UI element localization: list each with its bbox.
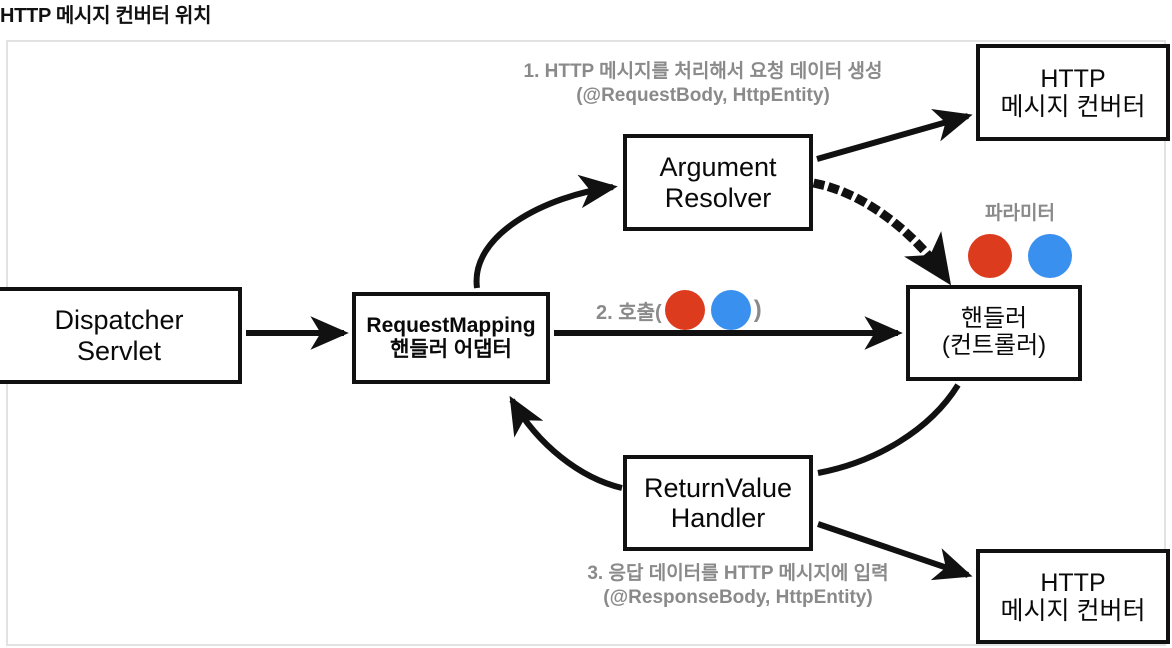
- node-return-value-handler[interactable]: ReturnValue Handler: [623, 455, 813, 551]
- annotation-line-1: 3. 응답 데이터를 HTTP 메시지에 입력: [587, 563, 889, 584]
- annotation-invoke-call: 2. 호출( ): [596, 290, 762, 330]
- parameter-dot-blue-icon: [1028, 234, 1072, 278]
- annotation-response-flow: 3. 응답 데이터를 HTTP 메시지에 입력 (@ResponseBody, …: [503, 562, 973, 611]
- annotation-line-2: (@RequestBody, HttpEntity): [576, 85, 830, 107]
- node-line-2: 메시지 컨버터: [1000, 596, 1146, 625]
- parameter-dot-red-icon: [968, 234, 1012, 278]
- parameter-dot-red-icon: [664, 290, 705, 330]
- node-argument-resolver[interactable]: Argument Resolver: [623, 134, 813, 231]
- node-request-mapping-adapter[interactable]: RequestMapping 핸들러 어댑터: [352, 292, 550, 384]
- node-line-2: 핸들러 어댑터: [390, 338, 512, 361]
- node-line-1: ReturnValue: [643, 472, 793, 503]
- node-http-converter-bottom[interactable]: HTTP 메시지 컨버터: [976, 549, 1170, 644]
- node-line-2: Servlet: [76, 335, 162, 366]
- node-line-1: 핸들러: [960, 305, 1028, 333]
- page-title: HTTP 메시지 컨버터 위치: [0, 5, 212, 27]
- node-line-1: HTTP: [1040, 568, 1106, 597]
- annotation-line-2: (@ResponseBody, HttpEntity): [603, 587, 873, 609]
- parameter-dots-group: [968, 234, 1072, 278]
- node-line-1: RequestMapping: [366, 314, 536, 338]
- annotation-invoke-prefix: 2. 호출(: [596, 301, 662, 324]
- annotation-invoke-suffix: ): [753, 296, 762, 323]
- node-handler-controller[interactable]: 핸들러 (컨트롤러): [906, 285, 1082, 381]
- label-parameter: 파라미터: [985, 203, 1055, 224]
- node-line-2: Resolver: [664, 182, 772, 213]
- annotation-line-1: 1. HTTP 메시지를 처리해서 요청 데이터 생성: [523, 61, 883, 82]
- node-line-2: Handler: [670, 503, 766, 533]
- annotation-request-flow: 1. HTTP 메시지를 처리해서 요청 데이터 생성 (@RequestBod…: [443, 60, 963, 109]
- node-line-2: (컨트롤러): [941, 332, 1047, 359]
- node-dispatcher-servlet[interactable]: Dispatcher Servlet: [0, 287, 242, 384]
- node-line-1: Argument: [659, 152, 777, 183]
- parameter-dot-blue-icon: [710, 290, 751, 330]
- node-line-1: Dispatcher: [54, 305, 184, 336]
- node-line-1: HTTP: [1040, 64, 1106, 93]
- node-http-converter-top[interactable]: HTTP 메시지 컨버터: [976, 44, 1170, 141]
- node-line-2: 메시지 컨버터: [1000, 92, 1146, 121]
